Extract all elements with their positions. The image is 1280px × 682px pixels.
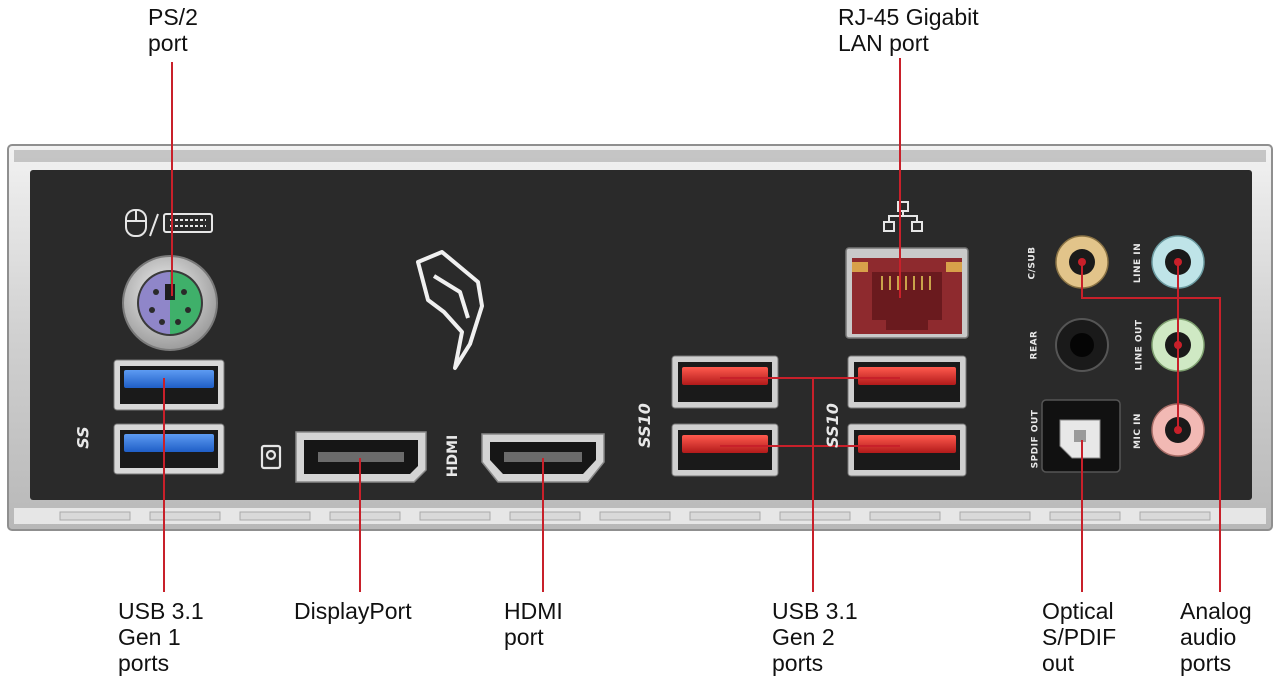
usb-gen2-port [847,423,967,477]
c-sub-label: C/SUB [1027,246,1038,280]
ps2-port [122,255,218,351]
hdmi-panel-label: HDMI [445,434,462,478]
usb-gen1-port [113,359,225,411]
rear-label: REAR [1029,330,1040,360]
line-out-label: LINE OUT [1134,319,1145,371]
superspeed-usb-icon: SS10 [822,403,842,448]
spdif-optical-port [1041,399,1121,473]
callout-hdmi: HDMI port [504,598,563,650]
line-in-label: LINE IN [1133,242,1144,284]
callout-optical: Optical S/PDIF out [1042,598,1117,676]
superspeed-usb-icon: SS10 [634,403,654,448]
network-icon [883,201,923,232]
mic-in-label: MIC IN [1132,413,1143,449]
usb-gen1-port [113,423,225,475]
audio-jack-rear [1055,318,1109,372]
callout-analog: Analog audio ports [1180,598,1252,676]
spdif-out-label: SPDIF OUT [1030,409,1041,469]
callout-displayport: DisplayPort [294,598,412,624]
usb-gen2-port [671,355,779,409]
callout-ps2: PS/2 port [148,4,198,56]
keyboard-icon [163,213,213,233]
mouse-icon [125,209,147,237]
displayport-port [295,431,427,483]
callout-usb-gen1: USB 3.1 Gen 1 ports [118,598,204,676]
usb-gen2-port [847,355,967,409]
rj45-lan-port [845,247,969,339]
callout-usb-gen2: USB 3.1 Gen 2 ports [772,598,858,676]
rog-logo-icon [416,250,484,370]
usb-gen2-port [671,423,779,477]
leader-lines [163,58,1221,592]
superspeed-usb-icon: SS [73,426,93,449]
callout-lan: RJ-45 Gigabit LAN port [838,4,979,56]
displayport-icon [260,444,282,470]
